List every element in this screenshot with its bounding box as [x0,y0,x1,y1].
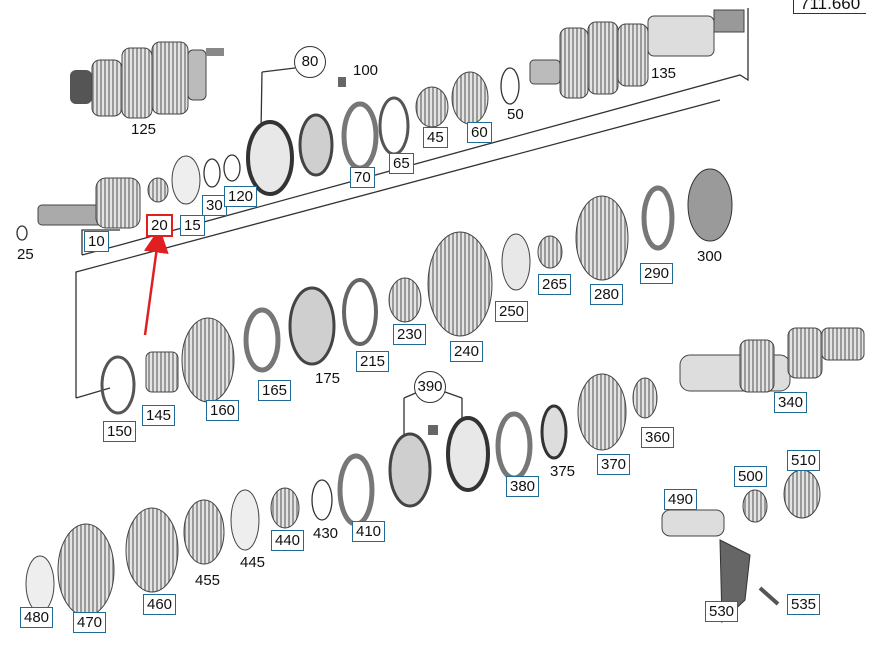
part-60-gear [451,71,489,125]
callout-470[interactable]: 470 [73,612,107,633]
callout-230[interactable]: 230 [393,324,427,345]
callout-280[interactable]: 280 [590,284,624,305]
callout-360[interactable]: 360 [641,427,675,448]
part-135-main-shaft [529,9,745,99]
part-380-sync-ring [495,411,533,481]
part-370-gear [577,373,627,451]
part-280-gear [575,195,629,281]
callout-50[interactable]: 50 [507,106,524,123]
part-120-ring [223,154,241,182]
callout-80[interactable]: 80 [294,46,326,78]
callout-530[interactable]: 530 [705,601,739,622]
part-265-needle-bearing [537,235,563,269]
callout-290[interactable]: 290 [640,263,674,284]
part-80-synchronizer-group [246,113,334,196]
part-10-input-shaft [37,177,141,229]
callout-460[interactable]: 460 [143,594,177,615]
callout-165[interactable]: 165 [258,380,292,401]
callout-455[interactable]: 455 [195,572,221,589]
part-250-plate [501,233,531,291]
callout-125[interactable]: 125 [131,121,157,138]
callout-445[interactable]: 445 [240,554,266,571]
callout-510[interactable]: 510 [787,450,821,471]
part-445-plate [230,489,260,551]
part-160-gear [181,317,235,403]
part-230-needle-bearing [388,277,422,323]
callout-100[interactable]: 100 [353,62,379,79]
part-50-snap-ring [500,67,520,105]
part-430-ring [311,479,333,521]
part-240-gear [427,231,493,337]
part-100-detent [338,77,346,87]
part-25-circlip [16,225,28,241]
part-125-shaft-assembly [70,41,224,119]
highlight-arrow [143,227,169,336]
callout-135[interactable]: 135 [651,65,677,82]
callout-30[interactable]: 30 [202,195,227,216]
callout-215[interactable]: 215 [356,351,390,372]
part-30-snap-ring [203,158,221,188]
part-510-idler-gear [783,469,821,519]
part-70-sync-ring [341,101,379,171]
part-45-needle-bearing [415,86,449,128]
part-455-gear [183,499,225,565]
part-65-ring [378,96,410,156]
part-215-sync-ring [342,278,378,346]
part-300-bearing [687,168,733,242]
callout-70[interactable]: 70 [350,167,375,188]
callout-25[interactable]: 25 [17,246,34,263]
part-20-needle-bearing [147,177,169,203]
part-290-sync-ring [641,185,675,251]
callout-120[interactable]: 120 [224,186,258,207]
part-390-synchronizer-group [388,391,490,508]
callout-390[interactable]: 390 [414,371,446,403]
part-490-shaft [661,509,725,537]
callout-240[interactable]: 240 [450,341,484,362]
callout-375[interactable]: 375 [550,463,576,480]
callout-65[interactable]: 65 [389,153,414,174]
callout-175[interactable]: 175 [315,370,341,387]
part-535-bolt [758,586,780,606]
part-150-washer [100,355,136,415]
callout-15[interactable]: 15 [180,215,205,236]
callout-150[interactable]: 150 [103,421,137,442]
part-470-gear [57,523,115,617]
callout-380[interactable]: 380 [506,476,540,497]
callout-145[interactable]: 145 [142,405,176,426]
callout-10[interactable]: 10 [84,231,109,252]
callout-300[interactable]: 300 [697,248,723,265]
part-375-ring [540,404,568,460]
callout-480[interactable]: 480 [20,607,54,628]
part-440-needle-bearing [270,487,300,529]
callout-160[interactable]: 160 [206,400,240,421]
callout-340[interactable]: 340 [774,392,808,413]
callout-440[interactable]: 440 [271,530,305,551]
part-410-sync-ring [337,453,375,527]
part-15-thrust-washer [171,155,201,205]
callout-500[interactable]: 500 [734,466,768,487]
callout-265[interactable]: 265 [538,274,572,295]
part-number-label: 711.660 [793,0,867,14]
part-340-countershaft [679,327,865,393]
assembly-frame-middle [75,99,721,399]
part-480-washer [25,555,55,613]
part-145-bearing [145,351,179,393]
part-460-gear [125,507,179,593]
callout-250[interactable]: 250 [495,301,529,322]
callout-60[interactable]: 60 [467,122,492,143]
callout-20-highlighted[interactable]: 20 [146,214,173,237]
part-165-sync-ring [243,307,281,373]
callout-410[interactable]: 410 [352,521,386,542]
part-175-synchronizer-hub [288,286,336,366]
part-500-needle-bearing [742,489,768,523]
callout-430[interactable]: 430 [313,525,339,542]
callout-535[interactable]: 535 [787,594,821,615]
part-360-needle-bearing [632,377,658,419]
callout-45[interactable]: 45 [423,127,448,148]
callout-490[interactable]: 490 [664,489,698,510]
callout-370[interactable]: 370 [597,454,631,475]
